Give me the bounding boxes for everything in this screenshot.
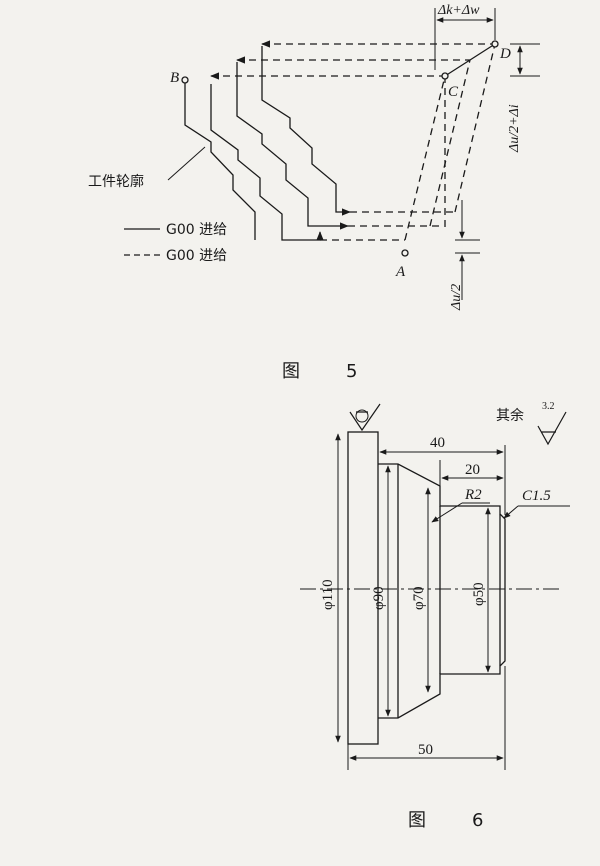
flange-outline bbox=[347, 431, 379, 745]
solid-path-2 bbox=[236, 62, 349, 230]
roughness-prefix: 其余 bbox=[496, 407, 524, 424]
dia-50: φ50 bbox=[471, 582, 487, 606]
dim-20: 20 bbox=[465, 462, 480, 478]
label-A: A bbox=[395, 264, 406, 280]
figure-5 bbox=[124, 8, 540, 300]
point-A bbox=[401, 249, 409, 257]
solid-path-3 bbox=[261, 46, 351, 216]
point-B bbox=[181, 76, 189, 84]
label-dk-dw: Δk+Δw bbox=[437, 3, 480, 18]
roughness-value: 3.2 bbox=[542, 401, 555, 412]
dim-50: 50 bbox=[418, 742, 433, 758]
label-B: B bbox=[170, 70, 179, 86]
solid-path-1 bbox=[210, 84, 324, 241]
roughness-symbol-icon bbox=[349, 403, 381, 432]
figure-6-caption: 图 6 bbox=[408, 810, 497, 831]
legend-solid-label: G00 进给 bbox=[166, 222, 227, 238]
figure-5-caption: 图 5 bbox=[282, 361, 371, 382]
cd-line bbox=[444, 43, 496, 77]
body-outline bbox=[378, 463, 506, 719]
point-C bbox=[441, 72, 449, 80]
label-du2: Δu/2 bbox=[449, 284, 464, 311]
label-C: C bbox=[448, 84, 459, 100]
roughness-other-icon bbox=[537, 411, 567, 446]
dim-C15: C1.5 bbox=[522, 488, 551, 504]
label-D: D bbox=[499, 46, 511, 62]
dia-70: φ70 bbox=[411, 586, 427, 610]
dim-R2: R2 bbox=[464, 487, 482, 503]
workpiece-contour bbox=[184, 82, 256, 240]
dia-90: φ90 bbox=[371, 586, 387, 610]
figure-6 bbox=[300, 403, 570, 770]
dashed-paths bbox=[210, 40, 496, 241]
point-D bbox=[491, 40, 499, 48]
dia-110: φ110 bbox=[320, 579, 336, 610]
dim-40: 40 bbox=[430, 435, 445, 451]
legend-dashed-label: G00 进给 bbox=[166, 248, 227, 264]
label-du2-di: Δu/2+Δi bbox=[507, 104, 522, 153]
label-workpiece: 工件轮廓 bbox=[88, 173, 144, 190]
